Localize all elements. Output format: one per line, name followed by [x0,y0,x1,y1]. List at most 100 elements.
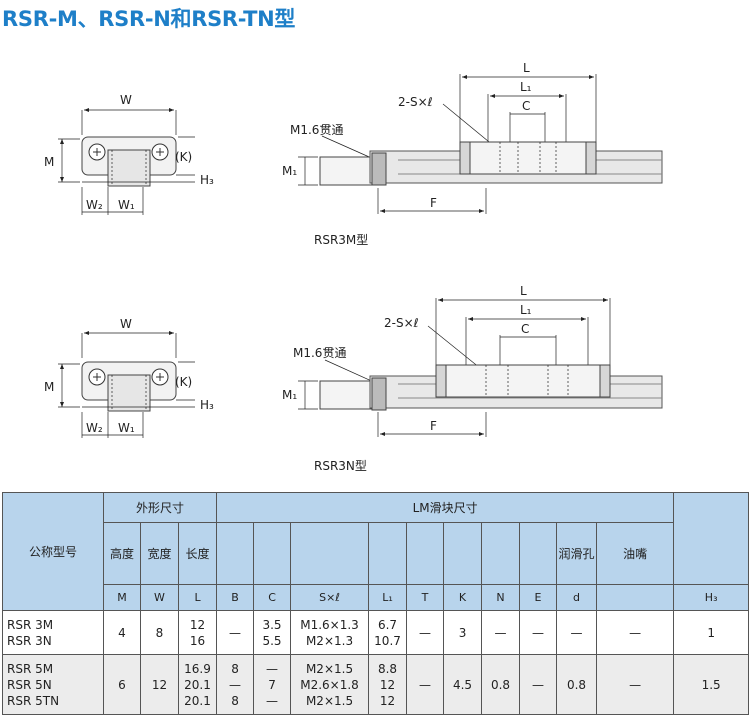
label-M: M [44,380,54,394]
label-W2: W₂ [86,198,103,212]
cell-E: — [519,654,558,715]
model-name: RSR 3N [7,633,52,648]
header-blank-K [443,522,483,585]
cell-N: — [481,610,521,655]
cell-T: — [406,654,445,715]
sym-E: E [519,584,558,611]
value: 20.1 [184,693,211,708]
model-name: RSR 5N [7,677,52,692]
sym-H3: H₃ [673,584,750,611]
cell-L: 12 16 [177,610,218,655]
label-L1: L₁ [520,303,532,317]
label-L: L [520,284,527,298]
header-blank-L1 [368,522,408,585]
sym-B: B [216,584,255,611]
cell-W: 12 [140,654,179,715]
cell-B: 8 — 8 [216,654,255,715]
cell-L1: 6.7 10.7 [368,610,408,655]
value: 8 [231,693,239,708]
cell-W: 8 [140,610,179,655]
cell-M: 6 [103,654,141,715]
header-outer-dims: 外形尺寸 [102,492,218,523]
label-W: W [120,317,132,331]
label-C: C [522,99,530,113]
label-L: L [523,61,530,75]
value: 20.1 [184,677,211,692]
label-K: (K) [175,375,192,389]
cell-H3: 1.5 [673,654,750,715]
cell-E: — [519,610,558,655]
cell-M: 4 [103,610,141,655]
value: 7 [268,677,276,692]
header-height: 高度 [103,522,141,585]
value: M2.6×1.8 [300,677,359,692]
cell-nipple: — [596,610,675,655]
header-h3-blank [673,492,750,585]
model-name: RSR 3M [7,617,54,632]
cell-C: 3.5 5.5 [253,610,292,655]
value: 16.9 [184,661,211,676]
header-blank-C [253,522,292,585]
figure-2-cross-section: W M (K) H₃ W₂ W₁ [44,317,214,438]
value: 12 [379,693,396,708]
model-name: RSR 5TN [7,693,60,708]
value: M1.6×1.3 [300,617,359,632]
label-M1: M₁ [282,164,297,178]
header-lube-hole: 润滑孔 [556,522,598,585]
label-hole: M1.6贯通 [290,123,343,137]
cell-T: — [406,610,445,655]
value: 16 [189,633,206,648]
header-blank-S [290,522,370,585]
sym-C: C [253,584,292,611]
cell-d: — [556,610,598,655]
cell-K: 3 [443,610,483,655]
figure-1-caption: RSR3M型 [314,233,369,247]
label-H3: H₃ [200,173,214,187]
sym-W: W [140,584,179,611]
cell-models: RSR 5M RSR 5N RSR 5TN [2,654,104,715]
label-M1: M₁ [282,388,297,402]
header-row-3: M W L B C S×ℓ L₁ T K N E d H₃ [2,584,750,611]
label-S: 2-S×ℓ [384,316,419,330]
sym-T: T [406,584,445,611]
cell-N: 0.8 [481,654,521,715]
cell-S: M1.6×1.3 M2×1.3 [290,610,370,655]
value: 8.8 [377,661,398,676]
sym-L1: L₁ [368,584,408,611]
cell-models: RSR 3M RSR 3N [2,610,104,655]
label-W2: W₂ [86,421,103,435]
sym-nipple-blank [596,584,675,611]
sym-M: M [103,584,141,611]
sym-N: N [481,584,521,611]
header-model: 公称型号 [2,492,104,611]
cell-d: 0.8 [556,654,598,715]
cell-L1: 8.8 12 12 [368,654,408,715]
sym-L: L [177,584,218,611]
cell-H3: 1 [673,610,750,655]
page-title: RSR-M、RSR-N和RSR-TN型 [2,7,296,31]
value: 3.5 [262,617,282,632]
table-row: RSR 5M RSR 5N RSR 5TN 6 12 16.9 20.1 20.… [2,654,750,715]
value: 8 [231,661,239,676]
figure-1-cross-section: W M (K) H₃ W₂ W₁ [44,93,214,215]
header-row-1: 公称型号 外形尺寸 LM滑块尺寸 [2,492,750,611]
model-name: RSR 5M [7,661,54,676]
header-nipple: 油嘴 [596,522,675,585]
header-width: 宽度 [140,522,179,585]
value: 6.7 [377,617,398,632]
sym-S: S×ℓ [290,584,370,611]
value: M2×1.3 [305,633,354,648]
label-M: M [44,155,54,169]
cell-K: 4.5 [443,654,483,715]
value: — [229,677,242,692]
value: M2×1.5 [305,693,354,708]
label-W1: W₁ [118,421,135,435]
header-block-dims: LM滑块尺寸 [216,492,675,523]
figure-1-side-view: L L₁ C 2-S×ℓ M1.6贯通 M₁ [282,61,663,214]
value: 10.7 [374,633,401,648]
label-F: F [430,419,437,433]
label-L1: L₁ [520,80,532,94]
cell-nipple: — [596,654,675,715]
value: 12 [379,677,396,692]
figure-2-side-view: L L₁ C 2-S×ℓ M1.6贯通 M₁ [282,284,663,437]
